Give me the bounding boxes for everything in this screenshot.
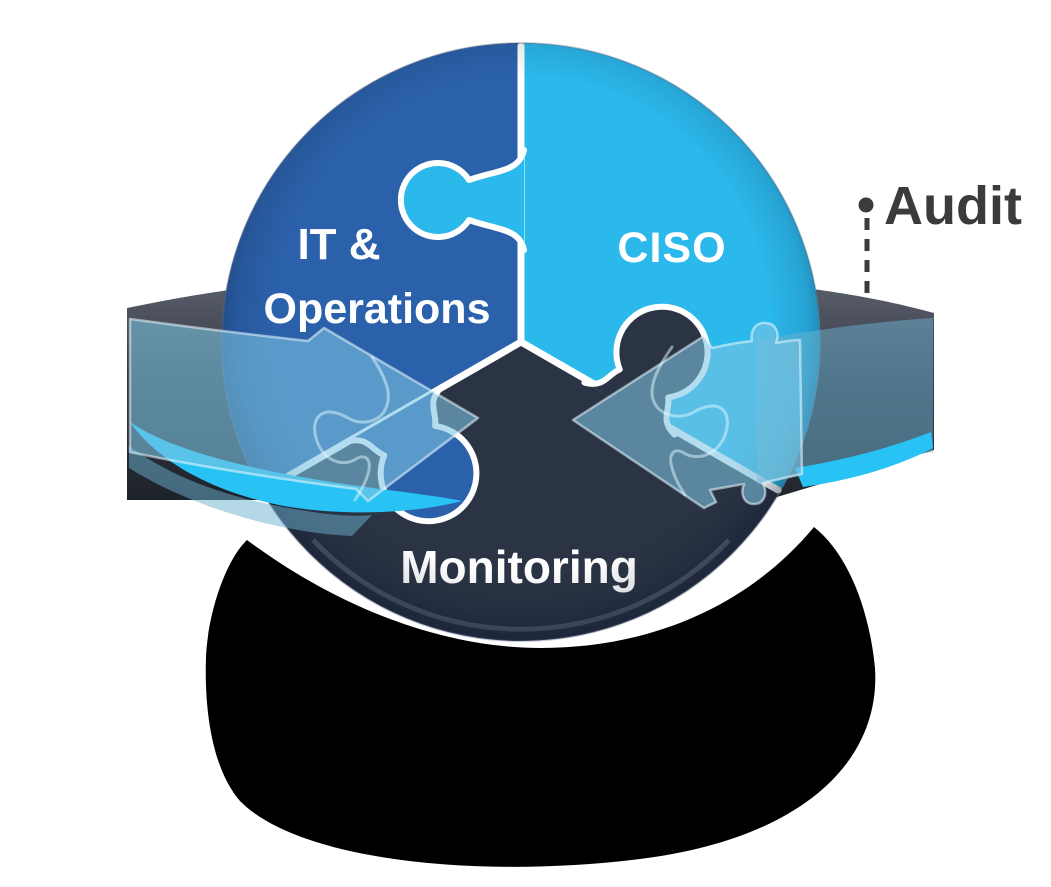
cycle-arrow-right-joint bbox=[650, 345, 729, 497]
audit-callout: Audit bbox=[858, 176, 1022, 296]
shadow-blob bbox=[205, 527, 876, 867]
cycle-arrow-right-icon bbox=[571, 321, 804, 510]
cycle-arrow-left-icon bbox=[128, 317, 480, 503]
ribbon-inner-right bbox=[795, 432, 933, 487]
audit-pin-dot-icon bbox=[858, 197, 874, 213]
audit-label: Audit bbox=[884, 176, 1022, 236]
ribbon-front-left-lip bbox=[129, 446, 372, 536]
cycle-arrow-left-shape bbox=[128, 317, 480, 503]
cycle-arrow-left-joint bbox=[313, 355, 390, 502]
